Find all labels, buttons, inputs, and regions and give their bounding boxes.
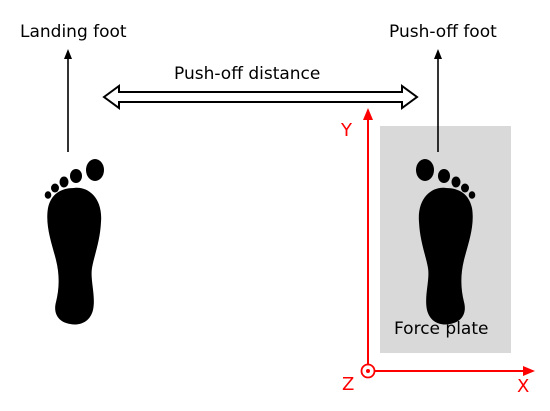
pushoff-distance-label: Push-off distance bbox=[174, 64, 321, 84]
landing-foot-label: Landing foot bbox=[20, 22, 127, 42]
z-axis-origin-icon bbox=[360, 363, 376, 379]
pushoff-foot-icon bbox=[416, 159, 476, 325]
pushoff-distance-arrow bbox=[102, 84, 419, 110]
y-axis-label: Y bbox=[341, 120, 352, 141]
x-axis bbox=[375, 366, 535, 376]
pushoff-foot-arrow bbox=[434, 49, 442, 152]
force-plate-label: Force plate bbox=[394, 319, 489, 339]
pushoff-foot-label: Push-off foot bbox=[389, 22, 497, 42]
landing-foot-icon bbox=[44, 159, 104, 325]
x-axis-label: X bbox=[517, 376, 530, 397]
z-axis-label: Z bbox=[342, 374, 355, 395]
y-axis bbox=[363, 108, 373, 364]
landing-foot-arrow bbox=[64, 49, 72, 152]
